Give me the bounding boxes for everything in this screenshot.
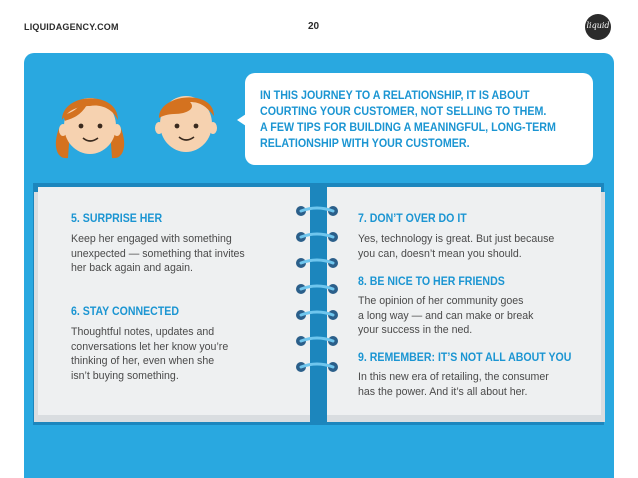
couple-illustration (55, 96, 217, 159)
speech-bubble-tail (237, 114, 246, 126)
tip-5-title: 5. SURPRISE HER (71, 213, 163, 225)
tip-8-line: your success in the ned. (358, 324, 473, 336)
intro-text: IN THIS JOURNEY TO A RELATIONSHIP, IT IS… (260, 88, 567, 152)
tip-6-line: thinking of her, even when she (71, 355, 215, 367)
tip-5-line: Keep her engaged with something (71, 233, 232, 245)
tip-7-line: you can, doesn’t mean you should. (358, 247, 522, 260)
tip-8-title: 8. BE NICE TO HER FRIENDS (358, 276, 505, 288)
intro-line: RELATIONSHIP WITH YOUR CUSTOMER. (260, 138, 470, 150)
girl-face-icon (55, 98, 125, 159)
spiral-binding-icon (296, 206, 338, 372)
tip-6-line: Thoughtful notes, updates and (71, 326, 215, 338)
intro-line: IN THIS JOURNEY TO A RELATIONSHIP, IT IS… (260, 90, 530, 102)
notebook-right-page (327, 187, 601, 415)
tip-5-line: her back again and again. (71, 262, 193, 274)
tip-8-body: The opinion of her community goes a long… (358, 294, 598, 338)
intro-line: A FEW TIPS FOR BUILDING A MEANINGFUL, LO… (260, 122, 556, 134)
tip-6-line: isn’t buying something. (71, 369, 179, 382)
tip-6-title: 6. STAY CONNECTED (71, 306, 179, 318)
liquid-logo: liquid (585, 14, 611, 40)
speech-bubble (245, 73, 593, 165)
tip-9-line: has the power. And it’s all about her. (358, 385, 528, 398)
notebook-left-page (38, 187, 310, 415)
tip-8-line: The opinion of her community goes (358, 295, 524, 307)
tip-6-line: conversations let her know you’re (71, 340, 229, 353)
tip-9-line: In this new era of retailing, the consum… (358, 371, 549, 383)
tip-7-title: 7. DON’T OVER DO IT (358, 213, 467, 225)
tip-9-title: 9. REMEMBER: IT’S NOT ALL ABOUT YOU (358, 352, 572, 364)
boy-face-icon (155, 96, 217, 152)
tip-7-body: Yes, technology is great. But just becau… (358, 232, 598, 261)
intro-line: COURTING YOUR CUSTOMER, NOT SELLING TO T… (260, 106, 547, 118)
site-url: LIQUIDAGENCY.COM (24, 22, 119, 32)
tip-9-body: In this new era of retailing, the consum… (358, 370, 598, 399)
tip-8-line: a long way — and can make or break (358, 309, 534, 322)
tip-7-line: Yes, technology is great. But just becau… (358, 233, 555, 245)
tip-5-body: Keep her engaged with something unexpect… (71, 232, 301, 276)
tip-5-line: unexpected — something that invites (71, 247, 245, 260)
page-number: 20 (308, 21, 320, 32)
logo-text: liquid (586, 21, 610, 30)
tip-6-body: Thoughtful notes, updates and conversati… (71, 325, 301, 383)
